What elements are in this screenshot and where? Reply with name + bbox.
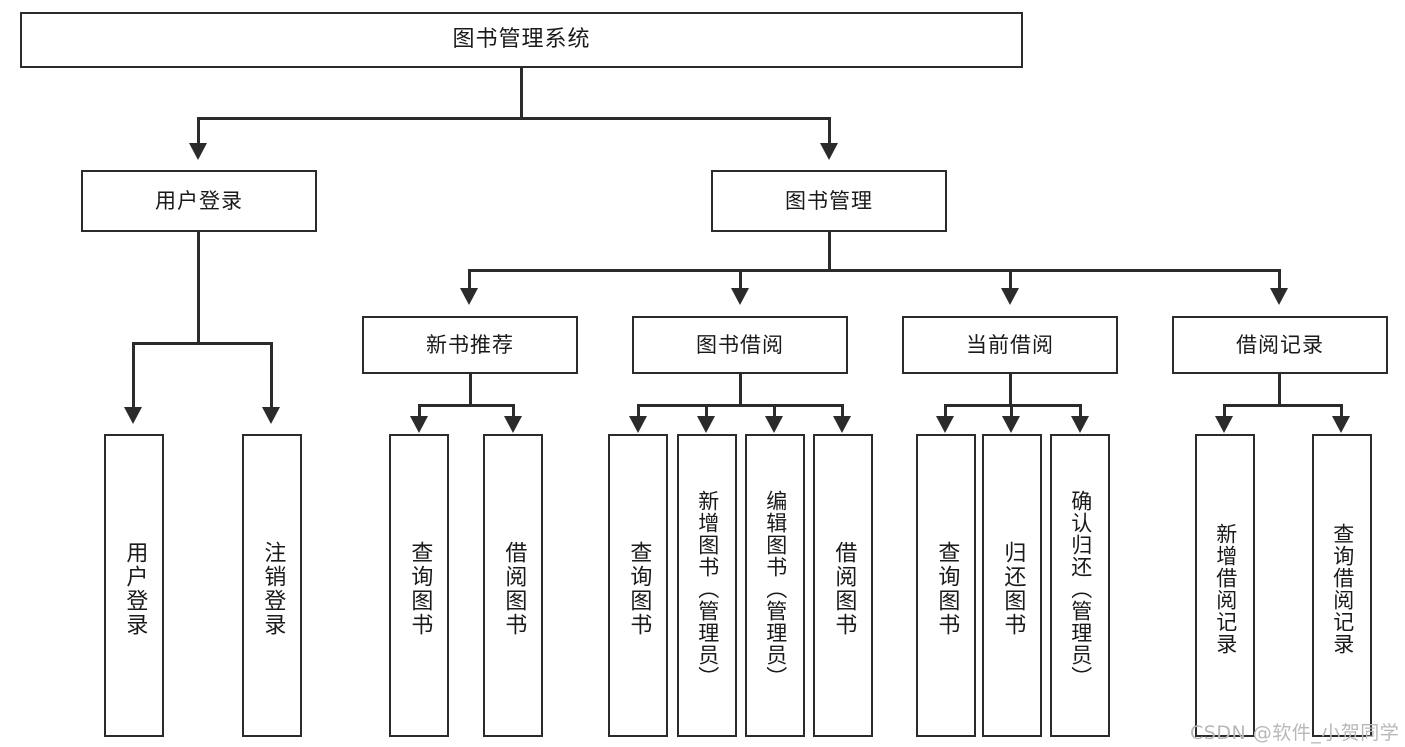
connector-root-to-book-management <box>828 117 831 145</box>
connector-root-stem <box>520 68 523 118</box>
leaf-query-book-borrow[interactable]: 查询图书 <box>608 434 668 737</box>
leaf-query-book-recommend[interactable]: 查询图书 <box>389 434 449 737</box>
connector-new-book-stem <box>469 374 472 405</box>
arrowhead-current-borrow <box>1001 288 1019 305</box>
connector-user-login-drop-1 <box>132 342 135 408</box>
connector-book-management-stem <box>828 232 831 270</box>
connector-book-borrow-drop-1 <box>637 404 640 418</box>
leaf-edit-book[interactable]: 编辑图书（管理员） <box>745 434 805 737</box>
connector-new-book-drop-1 <box>418 404 421 418</box>
arrowhead-leaf-confirm-return <box>1071 416 1089 433</box>
connector-book-borrow-drop-4 <box>841 404 844 418</box>
leaf-label: 用户登录 <box>122 540 148 637</box>
leaf-user-login[interactable]: 用户登录 <box>104 434 164 737</box>
leaf-label: 确认归还（管理员） <box>1068 489 1093 688</box>
arrowhead-leaf-user-login <box>124 407 142 424</box>
node-label: 新书推荐 <box>426 332 514 357</box>
node-label: 当前借阅 <box>966 332 1054 357</box>
node-label: 借阅记录 <box>1236 332 1324 357</box>
arrowhead-leaf-add-record <box>1215 416 1233 433</box>
connector-book-borrow-drop-3 <box>773 404 776 418</box>
leaf-label: 新增图书（管理员） <box>695 489 720 688</box>
csdn-watermark: CSDN @软件_小贺同学 <box>1190 722 1400 744</box>
connector-current-borrow-bus <box>944 404 1081 407</box>
leaf-logout-login[interactable]: 注销登录 <box>242 434 302 737</box>
arrowhead-leaf-edit-book <box>765 416 783 433</box>
node-label: 图书借阅 <box>696 332 784 357</box>
connector-borrow-record-drop-2 <box>1340 404 1343 418</box>
leaf-return-book[interactable]: 归还图书 <box>982 434 1042 737</box>
arrowhead-new-book-recommend <box>460 288 478 305</box>
connector-current-borrow-drop-3 <box>1079 404 1082 418</box>
arrowhead-book-borrow <box>731 288 749 305</box>
leaf-add-book[interactable]: 新增图书（管理员） <box>677 434 737 737</box>
arrowhead-leaf-query-book-1 <box>410 416 428 433</box>
leaf-label: 新增借阅记录 <box>1213 522 1238 655</box>
leaf-label: 查询图书 <box>934 540 960 637</box>
connector-drop-book-borrow <box>739 269 742 289</box>
arrowhead-leaf-query-book-3 <box>936 416 954 433</box>
connector-user-login-drop-2 <box>270 342 273 408</box>
connector-book-borrow-stem <box>739 374 742 405</box>
arrowhead-leaf-return-book <box>1002 416 1020 433</box>
arrowhead-leaf-query-book-2 <box>629 416 647 433</box>
leaf-label: 编辑图书（管理员） <box>763 489 788 688</box>
arrowhead-leaf-add-book <box>697 416 715 433</box>
connector-borrow-record-bus <box>1223 404 1342 407</box>
leaf-label: 查询图书 <box>407 540 433 637</box>
leaf-label: 借阅图书 <box>831 540 857 637</box>
node-borrow-record[interactable]: 借阅记录 <box>1172 316 1388 374</box>
arrowhead-leaf-borrow-book-2 <box>833 416 851 433</box>
node-current-borrow[interactable]: 当前借阅 <box>902 316 1118 374</box>
connector-root-to-user-login <box>197 117 200 145</box>
connector-borrow-record-drop-1 <box>1223 404 1226 418</box>
connector-book-borrow-bus <box>637 404 843 407</box>
node-label: 图书管理 <box>785 188 873 213</box>
connector-drop-borrow-record <box>1278 269 1281 289</box>
arrowhead-user-login <box>189 143 207 160</box>
node-root-system[interactable]: 图书管理系统 <box>20 12 1023 68</box>
connector-new-book-drop-2 <box>512 404 515 418</box>
leaf-label: 借阅图书 <box>501 540 527 637</box>
leaf-borrow-book[interactable]: 借阅图书 <box>813 434 873 737</box>
connector-drop-new-book <box>468 269 471 289</box>
node-label: 用户登录 <box>155 188 243 213</box>
leaf-confirm-return[interactable]: 确认归还（管理员） <box>1050 434 1110 737</box>
leaf-label: 查询借阅记录 <box>1330 522 1355 655</box>
leaf-borrow-book-recommend[interactable]: 借阅图书 <box>483 434 543 737</box>
connector-borrow-record-stem <box>1278 374 1281 405</box>
connector-current-borrow-stem <box>1009 374 1012 405</box>
connector-user-login-stem <box>197 232 200 343</box>
leaf-label: 归还图书 <box>1000 540 1026 637</box>
leaf-query-book-current[interactable]: 查询图书 <box>916 434 976 737</box>
connector-user-login-bus <box>132 342 272 345</box>
node-new-book-recommend[interactable]: 新书推荐 <box>362 316 578 374</box>
connector-new-book-bus <box>418 404 514 407</box>
node-book-borrow[interactable]: 图书借阅 <box>632 316 848 374</box>
arrowhead-leaf-logout-login <box>262 407 280 424</box>
leaf-label: 注销登录 <box>260 540 286 637</box>
leaf-query-borrow-record[interactable]: 查询借阅记录 <box>1312 434 1372 737</box>
node-label: 图书管理系统 <box>452 27 591 53</box>
connector-level3-bus <box>468 269 1280 272</box>
connector-book-borrow-drop-2 <box>705 404 708 418</box>
connector-current-borrow-drop-1 <box>944 404 947 418</box>
arrowhead-leaf-borrow-book-1 <box>504 416 522 433</box>
node-book-management[interactable]: 图书管理 <box>711 170 947 232</box>
connector-drop-current-borrow <box>1009 269 1012 289</box>
connector-current-borrow-drop-2 <box>1010 404 1013 418</box>
leaf-add-borrow-record[interactable]: 新增借阅记录 <box>1195 434 1255 737</box>
node-user-login[interactable]: 用户登录 <box>81 170 317 232</box>
arrowhead-borrow-record <box>1270 288 1288 305</box>
arrowhead-book-management <box>820 143 838 160</box>
arrowhead-leaf-query-record <box>1332 416 1350 433</box>
leaf-label: 查询图书 <box>626 540 652 637</box>
connector-root-bus <box>197 117 831 120</box>
